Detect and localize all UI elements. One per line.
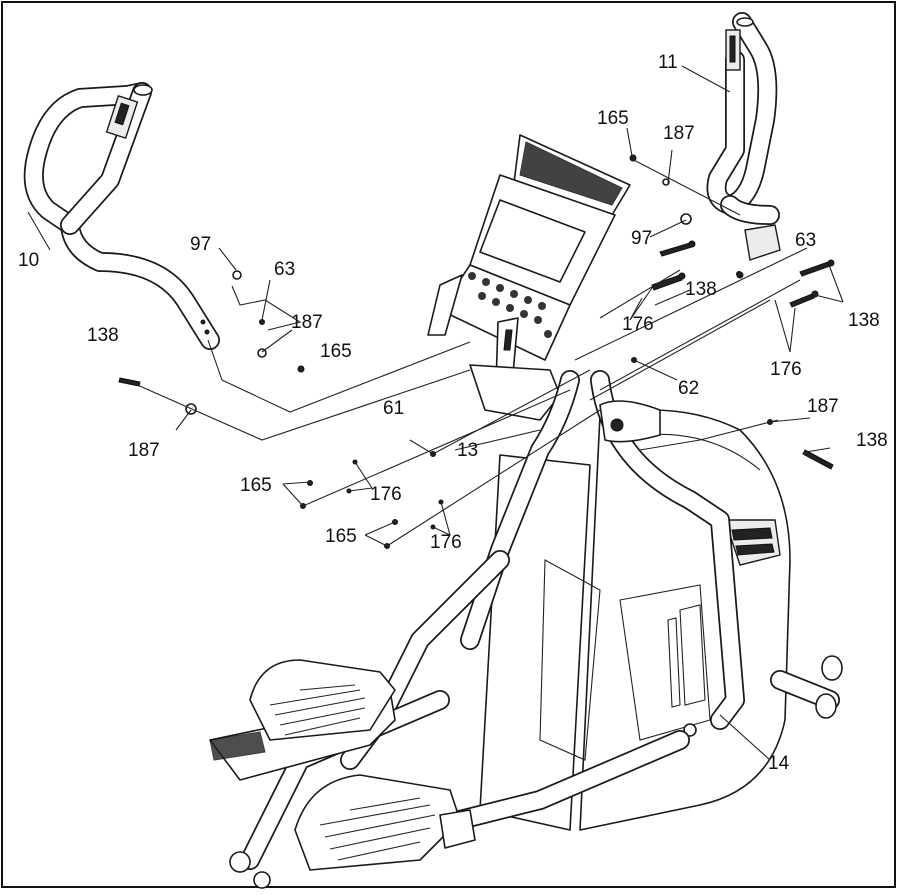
label-13: 13 (457, 440, 478, 461)
part-labels: 10 11 165 187 97 63 187 165 138 187 97 6… (18, 52, 888, 774)
label-97-right: 97 (631, 228, 652, 249)
label-14: 14 (768, 753, 790, 774)
label-61: 61 (383, 398, 404, 419)
label-187-bottom-left: 187 (128, 440, 160, 461)
label-10: 10 (18, 250, 39, 271)
label-165-lower-2: 165 (325, 526, 357, 547)
label-138-mid: 138 (685, 279, 717, 300)
label-165-top: 165 (597, 108, 629, 129)
label-187-left: 187 (291, 312, 323, 333)
label-63-right: 63 (795, 230, 816, 251)
label-138-right: 138 (856, 430, 888, 451)
label-62: 62 (678, 378, 699, 399)
label-165-left: 165 (320, 341, 352, 362)
moving-arms (240, 370, 745, 870)
label-176-mid: 176 (622, 314, 654, 335)
leader-lines (27, 65, 844, 761)
label-165-lower-1: 165 (240, 475, 272, 496)
label-11: 11 (658, 52, 678, 73)
left-pedal (209, 659, 396, 781)
label-63-left: 63 (274, 259, 295, 280)
label-138-left: 138 (87, 325, 119, 346)
label-187-top: 187 (663, 123, 695, 144)
label-138-far-right: 138 (848, 310, 880, 331)
label-176-right: 176 (770, 359, 802, 380)
label-97-left: 97 (190, 234, 211, 255)
label-176-lower-2: 176 (430, 532, 462, 553)
console (427, 134, 631, 421)
right-handlebar (706, 12, 781, 279)
label-176-lower-1: 176 (370, 484, 402, 505)
left-handlebar (23, 82, 220, 350)
right-pedal (229, 774, 476, 889)
label-187-right: 187 (807, 396, 839, 417)
frame-body (479, 409, 843, 831)
